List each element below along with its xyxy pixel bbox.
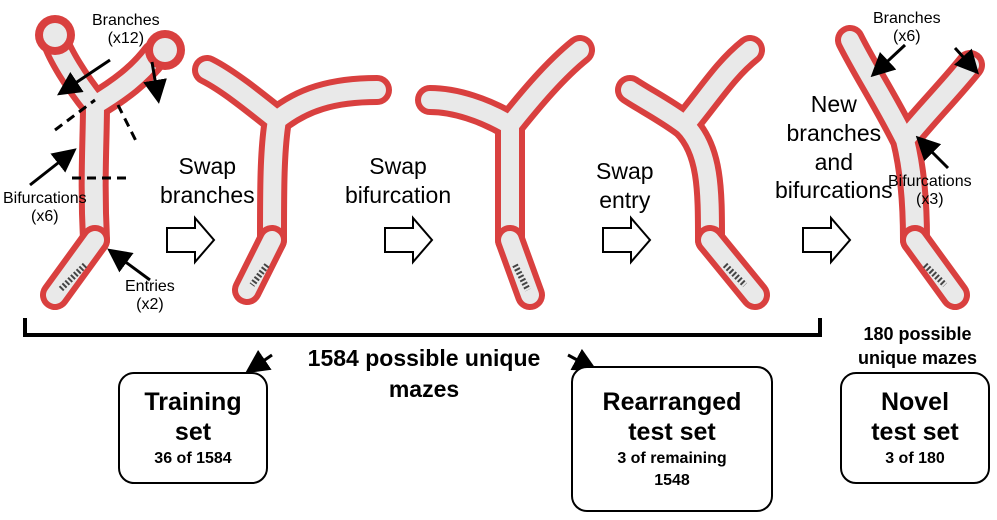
branches-text: Branches bbox=[92, 12, 160, 29]
bifurcations-count: (x6) bbox=[31, 208, 59, 226]
entries-count: (x2) bbox=[136, 296, 164, 314]
entries-label: Entries (x2) bbox=[125, 278, 175, 315]
novel-bifurcations-text: Bifurcations bbox=[888, 173, 972, 190]
box-title: Training bbox=[144, 388, 242, 416]
annotation-arrow bbox=[915, 135, 950, 170]
novel-branches-label: Branches (x6) bbox=[873, 10, 941, 47]
dashed-divider bbox=[54, 98, 96, 132]
total-possible-mazes: 1584 possible unique mazes bbox=[280, 343, 568, 405]
box-subtitle: 3 of remaining bbox=[617, 450, 727, 467]
box-title: test set bbox=[871, 418, 959, 446]
annotation-arrow bbox=[57, 58, 111, 96]
box-subtitle: 3 of 180 bbox=[885, 450, 945, 467]
step-arrow bbox=[802, 215, 852, 265]
step-arrow bbox=[602, 215, 652, 265]
annotation-arrow bbox=[143, 61, 167, 104]
maze-swap-bifurcation bbox=[415, 35, 595, 310]
step-swap-branches: Swap branches bbox=[160, 152, 255, 210]
step-swap-entry: Swap entry bbox=[596, 157, 654, 215]
step-line: branches bbox=[786, 119, 882, 146]
step-line: Swap bbox=[596, 158, 654, 184]
box-title: test set bbox=[628, 418, 716, 446]
branches-count: (x12) bbox=[107, 30, 145, 48]
annotation-arrow bbox=[870, 43, 907, 78]
rearranged-test-set-box: Rearranged test set 3 of remaining 1548 bbox=[571, 366, 773, 512]
novel-possible-mazes: 180 possible unique mazes bbox=[845, 322, 990, 371]
bifurcations-text: Bifurcations bbox=[3, 190, 87, 207]
step-swap-bifurcation: Swap bifurcation bbox=[345, 152, 451, 210]
total-line: unique mazes bbox=[857, 348, 978, 369]
maze-swap-entry bbox=[615, 35, 770, 310]
bifurcations-label: Bifurcations (x6) bbox=[3, 190, 87, 227]
box-subtitle: 1548 bbox=[654, 472, 690, 489]
step-arrow bbox=[384, 215, 434, 265]
pointer-arrow-right bbox=[567, 348, 598, 371]
training-set-box: Training set 36 of 1584 bbox=[118, 372, 268, 484]
step-line: Swap bbox=[178, 153, 237, 179]
step-new-branches-bifurcations: New branches and bifurcations bbox=[775, 90, 893, 205]
step-line: branches bbox=[160, 181, 255, 208]
step-line: bifurcations bbox=[775, 177, 893, 204]
dashed-divider bbox=[116, 104, 140, 146]
grouping-bracket bbox=[23, 318, 822, 337]
maze-swap-branches bbox=[192, 55, 392, 305]
branches-label: Branches (x12) bbox=[92, 12, 160, 49]
entries-text: Entries bbox=[125, 278, 175, 295]
step-line: New bbox=[810, 91, 857, 117]
novel-branches-count: (x6) bbox=[893, 28, 921, 46]
step-arrow bbox=[166, 215, 216, 265]
pointer-arrow-left bbox=[245, 349, 273, 374]
box-title: Novel bbox=[880, 388, 950, 416]
annotation-arrow bbox=[953, 46, 980, 75]
total-line: 1584 possible unique bbox=[307, 345, 541, 371]
annotation-arrow bbox=[107, 248, 151, 282]
box-subtitle: 36 of 1584 bbox=[154, 450, 232, 467]
box-title: set bbox=[174, 418, 212, 446]
maze-original bbox=[35, 15, 185, 310]
step-line: and bbox=[814, 148, 853, 175]
step-line: Swap bbox=[369, 153, 427, 179]
total-line: mazes bbox=[388, 376, 460, 403]
novel-bifurcations-count: (x3) bbox=[916, 191, 944, 209]
step-line: bifurcation bbox=[345, 181, 452, 208]
novel-bifurcations-label: Bifurcations (x3) bbox=[888, 173, 972, 210]
box-title: Rearranged bbox=[602, 388, 742, 416]
novel-test-set-box: Novel test set 3 of 180 bbox=[840, 372, 990, 484]
novel-branches-text: Branches bbox=[873, 10, 941, 27]
annotation-arrow bbox=[29, 148, 77, 187]
total-line: 180 possible bbox=[863, 324, 972, 344]
step-line: entry bbox=[599, 186, 651, 213]
